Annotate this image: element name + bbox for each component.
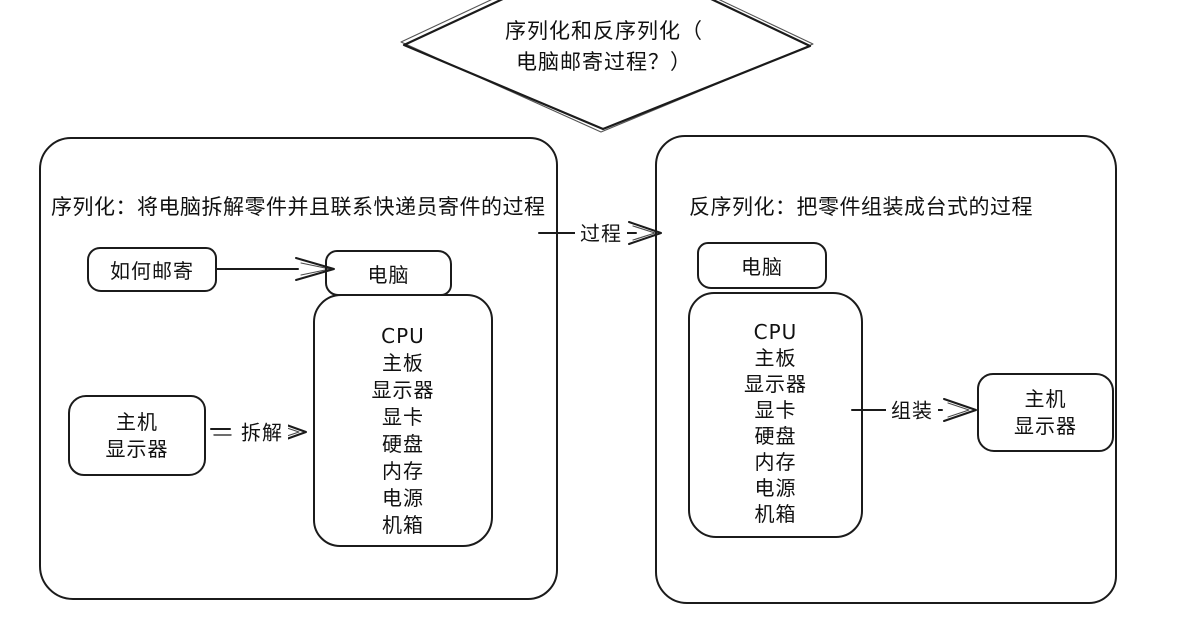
parts-item-cpu: CPU: [381, 324, 425, 348]
parts-item-monitor: 显示器: [371, 378, 435, 402]
mail-question-box: 如何邮寄: [87, 247, 217, 292]
parts-item-motherboard: 主板: [382, 351, 424, 375]
deserialization-title: 反序列化：把零件组装成台式的过程: [689, 195, 1033, 219]
serialization-title: 序列化：将电脑拆解零件并且联系快递员寄件的过程: [51, 195, 546, 219]
host-monitor-box-right: 主机 显示器: [977, 373, 1114, 452]
host-label-left: 主机: [116, 409, 158, 434]
process-arrow-head-echo: [632, 225, 656, 241]
monitor-label-left: 显示器: [105, 436, 169, 461]
diamond-title-line1: 序列化和反序列化（: [505, 19, 703, 43]
assemble-arrow-label: 组装: [886, 393, 938, 425]
computer-box-left-label: 电脑: [367, 262, 410, 287]
parts-item-power: 电源: [754, 476, 797, 500]
parts-item-harddisk: 硬盘: [754, 424, 797, 448]
parts-item-harddisk: 硬盘: [382, 432, 424, 456]
diamond-title-line2: 电脑邮寄过程？）: [516, 50, 692, 74]
parts-item-case: 机箱: [382, 513, 424, 537]
computer-box-left: 电脑: [325, 250, 452, 296]
computer-box-right-label: 电脑: [741, 255, 783, 279]
diamond-title: 序列化和反序列化（ 电脑邮寄过程？）: [505, 16, 703, 78]
parts-list-right: CPU 主板 显示器 显卡 硬盘 内存 电源 机箱: [688, 292, 863, 538]
parts-item-power: 电源: [382, 486, 424, 510]
disassemble-arrow-label: 拆解: [236, 415, 288, 447]
parts-item-cpu: CPU: [753, 320, 798, 344]
parts-item-gpu: 显卡: [382, 405, 424, 429]
monitor-label-right: 显示器: [1014, 413, 1077, 438]
parts-item-memory: 内存: [754, 450, 797, 474]
mail-question-label: 如何邮寄: [110, 259, 194, 283]
parts-item-case: 机箱: [754, 502, 797, 526]
parts-item-gpu: 显卡: [754, 398, 797, 422]
host-label-right: 主机: [1024, 386, 1067, 411]
computer-box-right: 电脑: [697, 242, 827, 289]
parts-item-motherboard: 主板: [754, 346, 797, 370]
parts-list-left: CPU 主板 显示器 显卡 硬盘 内存 电源 机箱: [313, 294, 493, 547]
parts-item-monitor: 显示器: [744, 372, 807, 396]
parts-item-memory: 内存: [382, 459, 424, 483]
host-monitor-box-left: 主机 显示器: [68, 395, 206, 476]
process-arrow-label: 过程: [575, 216, 627, 248]
